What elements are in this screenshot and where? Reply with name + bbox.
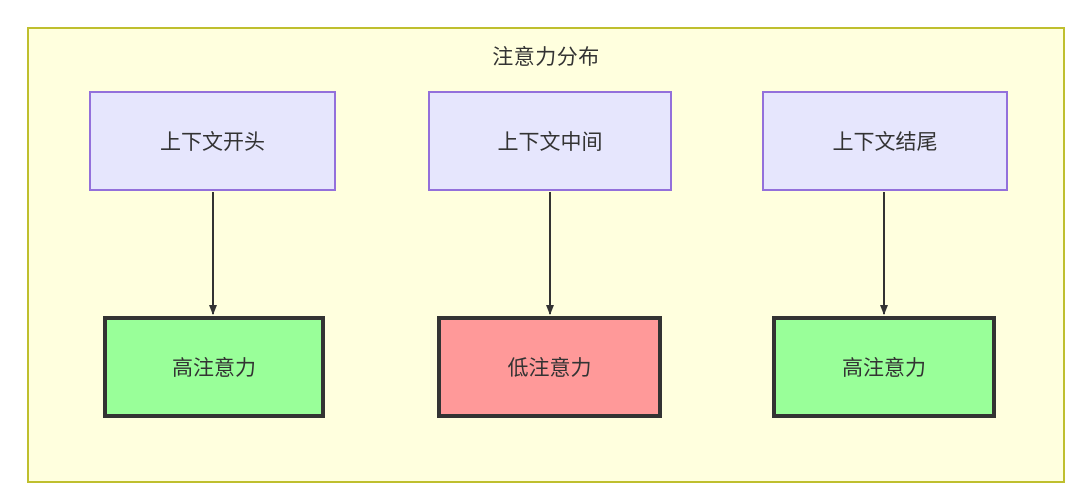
node-low-attention[interactable]: 低注意力 [437, 316, 662, 418]
node-context-middle[interactable]: 上下文中间 [428, 91, 672, 191]
node-context-start-label: 上下文开头 [160, 131, 265, 154]
node-context-end[interactable]: 上下文结尾 [762, 91, 1008, 191]
node-context-end-label: 上下文结尾 [832, 131, 938, 154]
node-high-attention-1[interactable]: 高注意力 [103, 316, 325, 418]
node-high-attention-1-label: 高注意力 [172, 357, 256, 380]
node-high-attention-2[interactable]: 高注意力 [772, 316, 996, 418]
subgraph-title: 注意力分布 [492, 46, 600, 69]
node-low-attention-label: 低注意力 [507, 357, 592, 380]
node-context-start[interactable]: 上下文开头 [89, 91, 336, 191]
node-context-middle-label: 上下文中间 [497, 131, 603, 154]
node-high-attention-2-label: 高注意力 [842, 357, 926, 380]
